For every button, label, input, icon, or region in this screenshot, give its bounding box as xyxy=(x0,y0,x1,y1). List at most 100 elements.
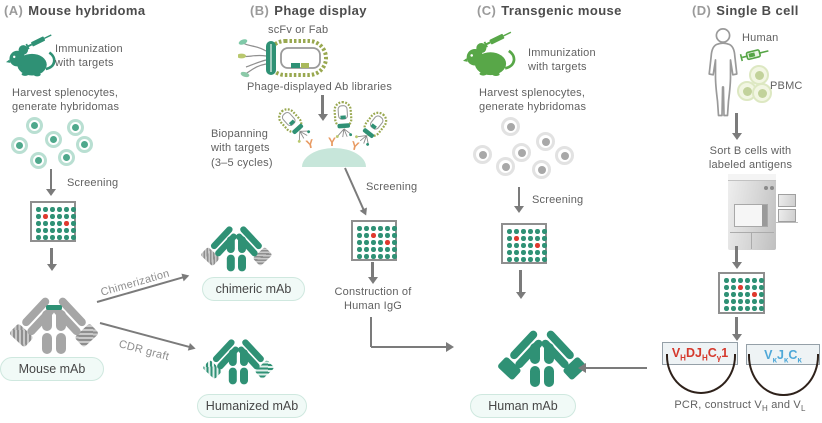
scfv-label: scFv or Fab xyxy=(268,24,329,36)
chimeric-mab-icon xyxy=(198,201,275,273)
well xyxy=(759,278,764,283)
well xyxy=(357,254,362,259)
well xyxy=(521,229,526,234)
well xyxy=(371,240,376,245)
elbow-connector-arrow-icon xyxy=(371,346,447,348)
harvest-label-c: Harvest splenocytes,generate hybridomas xyxy=(479,87,587,114)
arrow-down-icon xyxy=(519,270,522,292)
positive-well xyxy=(43,214,48,219)
well xyxy=(724,306,729,311)
well xyxy=(745,278,750,283)
phage-icon xyxy=(237,36,330,87)
screening-plate-b xyxy=(351,220,397,261)
screening-label-a: Screening xyxy=(67,177,119,189)
well xyxy=(507,243,512,248)
well xyxy=(71,221,76,226)
well xyxy=(71,235,76,240)
humanized-mab-icon xyxy=(200,314,277,386)
well xyxy=(357,240,362,245)
well xyxy=(759,299,764,304)
human-label: Human xyxy=(742,32,779,44)
well xyxy=(57,235,62,240)
well xyxy=(378,247,383,252)
well xyxy=(36,228,41,233)
well xyxy=(64,214,69,219)
well xyxy=(371,226,376,231)
well xyxy=(752,306,757,311)
well xyxy=(724,278,729,283)
chimeric-mab-label: chimeric mAb xyxy=(202,277,305,301)
well xyxy=(357,226,362,231)
well xyxy=(385,247,390,252)
well xyxy=(57,214,62,219)
well xyxy=(57,207,62,212)
well xyxy=(43,221,48,226)
well xyxy=(514,257,519,262)
well xyxy=(521,236,526,241)
well xyxy=(731,299,736,304)
well xyxy=(357,233,362,238)
well xyxy=(50,228,55,233)
biopanning-surface xyxy=(302,148,366,167)
phage-library-label: Phage-displayed Ab libraries xyxy=(247,81,393,93)
positive-well xyxy=(385,240,390,245)
screening-plate-c xyxy=(501,223,547,264)
well xyxy=(71,214,76,219)
well xyxy=(528,229,533,234)
well xyxy=(724,292,729,297)
section-d-title: (D)Single B cell xyxy=(692,3,799,18)
well xyxy=(71,207,76,212)
human-mab-icon xyxy=(494,299,590,389)
well xyxy=(521,243,526,248)
cdr-graft-label: CDR graft xyxy=(117,338,171,364)
well xyxy=(752,299,757,304)
well xyxy=(64,235,69,240)
human-mab-label: Human mAb xyxy=(470,394,576,418)
well xyxy=(528,257,533,262)
well xyxy=(378,240,383,245)
well xyxy=(724,299,729,304)
well xyxy=(378,226,383,231)
cell-sorter-icon xyxy=(710,170,800,254)
phage-small-icon xyxy=(347,105,394,156)
syringe-icon xyxy=(483,31,512,48)
well xyxy=(43,235,48,240)
well xyxy=(43,207,48,212)
well xyxy=(364,226,369,231)
well xyxy=(371,254,376,259)
well xyxy=(385,226,390,231)
arrow-down-icon xyxy=(735,246,738,262)
positive-well xyxy=(752,292,757,297)
well xyxy=(364,240,369,245)
vector-arc-icon xyxy=(666,354,736,394)
well xyxy=(738,299,743,304)
screening-arrow-b-icon xyxy=(344,167,365,211)
well xyxy=(731,278,736,283)
well xyxy=(535,257,540,262)
well xyxy=(535,229,540,234)
humanized-mab-label: Humanized mAb xyxy=(197,394,307,418)
well xyxy=(392,254,397,259)
arrow-down-icon xyxy=(735,317,738,334)
well xyxy=(364,233,369,238)
arrow-down-icon xyxy=(735,113,738,133)
well xyxy=(36,221,41,226)
positive-well xyxy=(738,285,743,290)
well xyxy=(731,306,736,311)
harvest-label-a: Harvest splenocytes,generate hybridomas xyxy=(12,87,120,114)
well xyxy=(64,228,69,233)
section-b-title: (B)Phage display xyxy=(250,3,367,18)
well xyxy=(57,221,62,226)
well xyxy=(542,257,547,262)
well xyxy=(392,247,397,252)
syringe-icon xyxy=(25,34,52,50)
hybridoma-cells-a xyxy=(8,112,103,174)
pbmc-cells xyxy=(736,62,776,107)
hybridoma-cells-c xyxy=(468,112,583,182)
well xyxy=(542,250,547,255)
well xyxy=(364,254,369,259)
well xyxy=(745,292,750,297)
